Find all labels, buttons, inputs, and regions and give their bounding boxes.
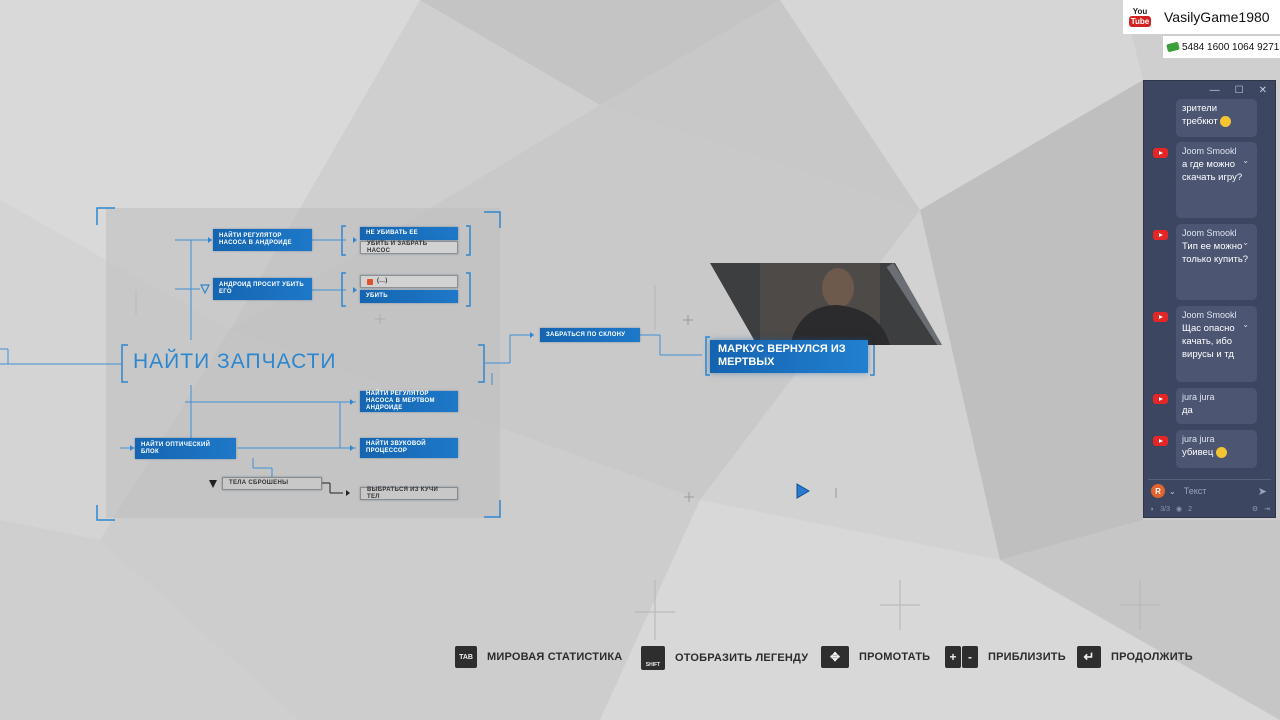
message-author: Joom Smookl	[1182, 146, 1237, 156]
zoom-in-icon: +	[945, 646, 961, 668]
send-icon[interactable]: ➤	[1257, 485, 1267, 498]
shift-key-icon: SHIFT	[641, 646, 665, 670]
zoom-label: ПРИБЛИЗИТЬ	[988, 651, 1066, 663]
control-show-legend[interactable]: SHIFT ОТОБРАЗИТЬ ЛЕГЕНДУ	[641, 646, 808, 670]
message-author: Joom Smookl	[1182, 310, 1237, 320]
rss-icon: ◗	[1150, 505, 1155, 513]
restream-icon[interactable]: R	[1151, 484, 1165, 498]
cursor-icon	[796, 483, 810, 499]
gear-icon[interactable]: ⚙	[1251, 506, 1259, 513]
node-find-regulator-android[interactable]: НАЙТИ РЕГУЛЯТОР НАСОСА В АНДРОИДЕ	[213, 229, 312, 251]
control-world-stats[interactable]: TAB МИРОВАЯ СТАТИСТИКА	[455, 646, 622, 668]
lock-icon	[367, 278, 373, 285]
youtube-icon	[1153, 394, 1168, 404]
node-climb-slope[interactable]: ЗАБРАТЬСЯ ПО СКЛОНУ	[540, 328, 640, 342]
chat-message: jura jura да	[1176, 388, 1257, 424]
chat-message: зрители требкют	[1176, 99, 1257, 137]
control-zoom[interactable]: + - ПРИБЛИЗИТЬ	[945, 646, 1066, 668]
node-find-regulator-dead[interactable]: НАЙТИ РЕГУЛЯТОР НАСОСА В МЕРТВОМ АНДРОИД…	[360, 391, 458, 412]
chevron-down-icon[interactable]: ⌄	[1242, 320, 1249, 329]
markus-scene-image	[710, 263, 942, 345]
chevron-down-icon[interactable]: ⌄	[1242, 238, 1249, 247]
message-text: зрители требкют	[1182, 103, 1218, 127]
message-text: убивец	[1182, 447, 1214, 458]
node-find-optical[interactable]: НАЙТИ ОПТИЧЕСКИЙ БЛОК	[135, 438, 236, 459]
scroll-label: ПРОМОТАТЬ	[859, 651, 931, 663]
youtube-icon	[1153, 230, 1168, 240]
message-text: Щас опасно качать, ибо вирусы и тд	[1182, 323, 1235, 360]
message-text: а где можно скачать игру?	[1182, 159, 1243, 183]
pan-icon: ✥	[821, 646, 849, 668]
show-legend-label: ОТОБРАЗИТЬ ЛЕГЕНДУ	[675, 652, 809, 664]
chat-window: — ☐ ✕ зрители требкют Joom Smookl ⌄ а гд…	[1143, 80, 1276, 518]
node-dont-kill[interactable]: НЕ УБИВАТЬ ЕЕ	[360, 227, 458, 240]
message-author: jura jura	[1182, 392, 1215, 402]
youtube-icon	[1153, 436, 1168, 446]
node-markus-back[interactable]: МАРКУС ВЕРНУЛСЯ ИЗ МЕРТВЫХ	[710, 340, 868, 373]
world-stats-label: МИРОВАЯ СТАТИСТИКА	[487, 651, 623, 663]
chat-message: jura jura убивец	[1176, 430, 1257, 468]
main-title: НАЙТИ ЗАПЧАСТИ	[133, 350, 337, 373]
chat-footer: ◗ 3/3 ◉ 2 ⚙ ⇥	[1150, 503, 1270, 515]
control-continue[interactable]: ↵ ПРОДОЛЖИТЬ	[1077, 646, 1193, 668]
triangle-marker-icon	[209, 480, 217, 488]
zoom-out-icon: -	[962, 646, 978, 668]
channel-name: VasilyGame1980	[1164, 9, 1270, 25]
node-kill-take-pump[interactable]: УБИТЬ И ЗАБРАТЬ НАСОС	[360, 241, 458, 254]
chat-message: Joom Smookl ⌄ Тип ее можно только купить…	[1176, 224, 1257, 300]
node-find-sound[interactable]: НАЙТИ ЗВУКОВОЙ ПРОЦЕССОР	[360, 438, 458, 458]
triangle-marker-icon	[200, 284, 210, 295]
close-icon[interactable]: ✕	[1258, 84, 1267, 96]
channel-overlay: You Tube VasilyGame1980	[1123, 0, 1280, 34]
minimize-icon[interactable]: —	[1209, 84, 1220, 96]
chevron-down-icon[interactable]: ⌄	[1242, 156, 1249, 165]
chevron-down-icon[interactable]: ⌄	[1169, 486, 1176, 496]
message-author: Joom Smookl	[1182, 228, 1237, 238]
tab-key-icon: TAB	[455, 646, 477, 668]
message-author: jura jura	[1182, 434, 1215, 444]
eye-icon: ◉	[1175, 506, 1183, 513]
flowchart-panel	[106, 208, 500, 518]
donation-card: 5484 1600 1064 9271	[1163, 36, 1280, 58]
node-android-asks-kill[interactable]: АНДРОИД ПРОСИТ УБИТЬ ЕГО	[213, 278, 312, 300]
message-text: да	[1182, 405, 1193, 416]
emoji-icon	[1220, 115, 1232, 127]
chat-message: Joom Smookl ⌄ Щас опасно качать, ибо вир…	[1176, 306, 1257, 382]
locked-label: (...)	[377, 278, 388, 284]
youtube-icon	[1153, 148, 1168, 158]
message-count: 3/3	[1160, 505, 1170, 513]
control-scroll[interactable]: ✥ ПРОМОТАТЬ	[821, 646, 930, 668]
emoji-icon	[1215, 446, 1227, 458]
chat-titlebar: — ☐ ✕	[1144, 81, 1275, 99]
node-locked[interactable]: (...)	[360, 275, 458, 288]
node-kill[interactable]: УБИТЬ	[360, 290, 458, 303]
chat-input-bar[interactable]: R ⌄ Текст ➤	[1148, 479, 1271, 502]
maximize-icon[interactable]: ☐	[1234, 84, 1244, 96]
youtube-icon	[1153, 312, 1168, 322]
viewer-count: 2	[1188, 505, 1192, 513]
money-icon	[1166, 41, 1180, 53]
node-escape-pile[interactable]: ВЫБРАТЬСЯ ИЗ КУЧИ ТЕЛ	[360, 487, 458, 500]
enter-key-icon: ↵	[1077, 646, 1101, 668]
youtube-logo-icon: You Tube	[1126, 3, 1154, 31]
card-number: 5484 1600 1064 9271	[1182, 41, 1280, 53]
exit-icon[interactable]: ⇥	[1264, 506, 1270, 513]
node-bodies-dumped[interactable]: ТЕЛА СБРОШЕНЫ	[222, 477, 322, 490]
chat-message: Joom Smookl ⌄ а где можно скачать игру?	[1176, 142, 1257, 218]
continue-label: ПРОДОЛЖИТЬ	[1111, 651, 1193, 663]
message-text: Тип ее можно только купить?	[1182, 241, 1249, 265]
chat-input-placeholder[interactable]: Текст	[1183, 486, 1207, 496]
